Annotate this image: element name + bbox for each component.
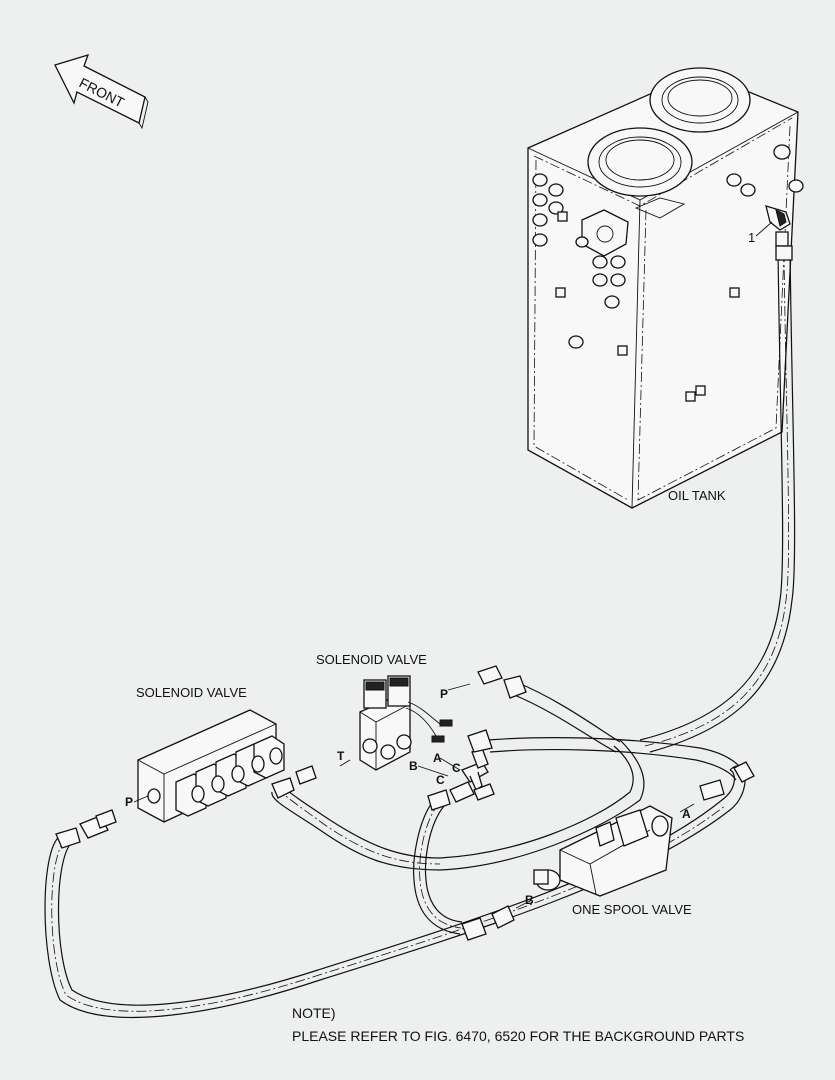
solenoid-valve-lower: [55, 709, 285, 849]
port-b-upper: B: [409, 759, 418, 773]
port-c-upper-2: C: [436, 773, 445, 787]
tank-fittings-left: [532, 173, 686, 356]
oil-tank: [527, 67, 804, 509]
one-spool-valve-label: ONE SPOOL VALVE: [572, 902, 692, 917]
pilot-hose-p-upper: [487, 681, 745, 781]
port-c-upper-1: C: [452, 761, 461, 775]
port-p-lower: P: [125, 795, 133, 809]
solenoid-valve-lower-label: SOLENOID VALVE: [136, 685, 247, 700]
port-a-upper: A: [433, 751, 442, 765]
port-a-spool: A: [682, 807, 691, 821]
port-t-upper: T: [337, 749, 345, 763]
pilot-hose-t: [271, 739, 645, 871]
elbow-fitting-1: [765, 205, 791, 247]
tank-port-front: [587, 127, 693, 197]
callout-1: 1: [748, 230, 755, 245]
tank-return-hose: [639, 245, 796, 753]
oil-tank-label: OIL TANK: [668, 488, 726, 503]
pilot-hose-c: [413, 799, 463, 935]
note-text: PLEASE REFER TO FIG. 6470, 6520 FOR THE …: [292, 1028, 744, 1044]
solenoid-valve-upper: [271, 665, 527, 811]
port-p-upper: P: [440, 687, 448, 701]
front-arrow-icon: FRONT: [54, 54, 149, 130]
one-spool-valve: [461, 761, 755, 941]
tank-fittings-right: [685, 144, 804, 402]
note-heading: NOTE): [292, 1005, 336, 1021]
tank-port-rear: [649, 67, 751, 133]
solenoid-valve-upper-label: SOLENOID VALVE: [316, 652, 427, 667]
port-b-spool: B: [525, 893, 534, 907]
